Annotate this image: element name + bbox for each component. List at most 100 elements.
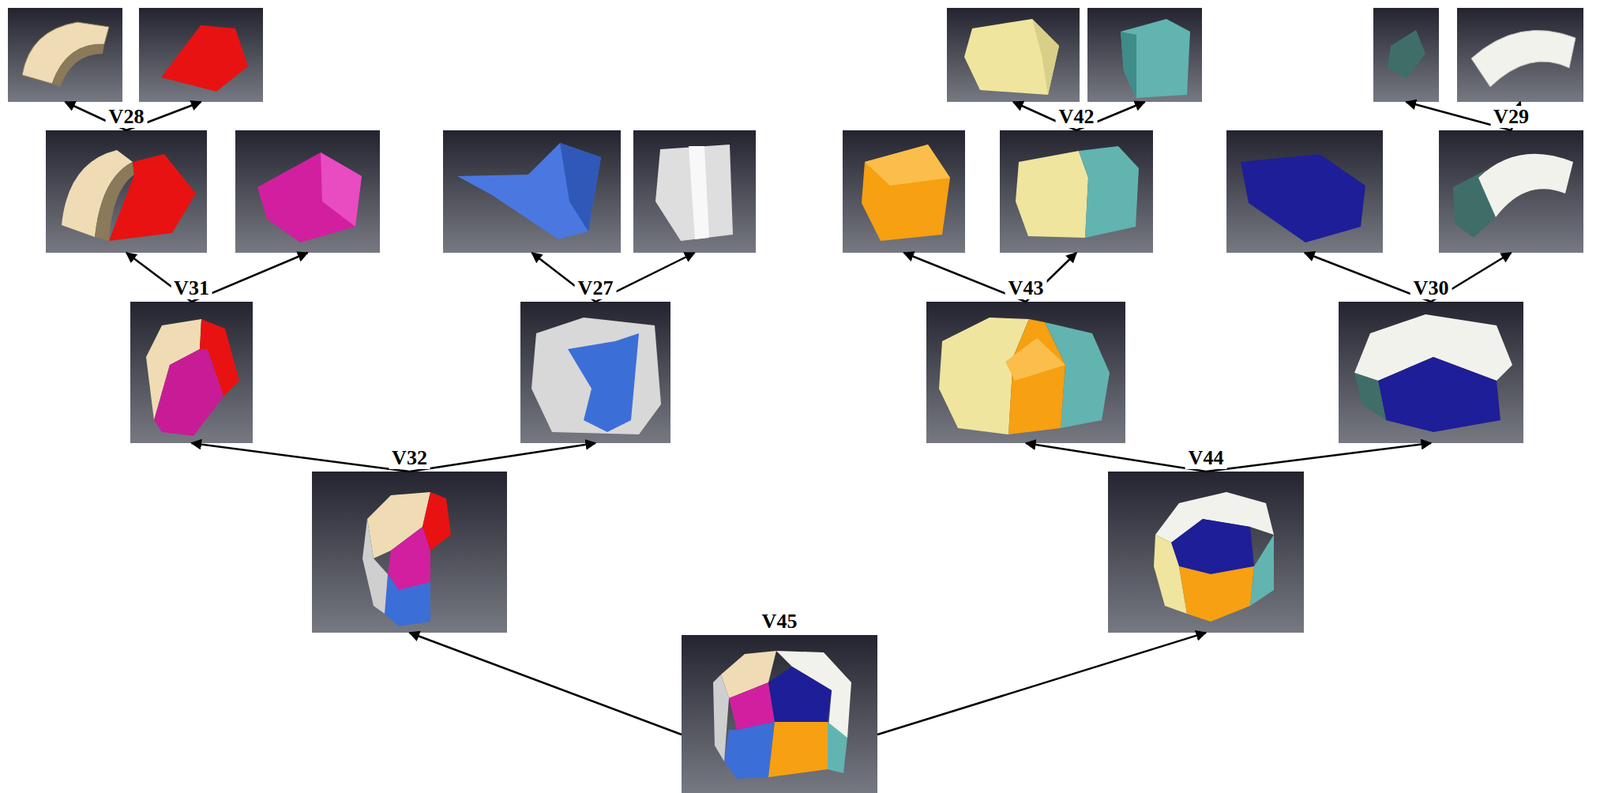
mesh-node [1087, 7, 1202, 102]
mesh-part [387, 526, 431, 590]
mesh-panel [7, 7, 123, 102]
mesh-node [633, 130, 756, 253]
mesh-node: V45 [681, 634, 878, 793]
mesh-node [946, 7, 1080, 102]
panel-ground [1438, 130, 1584, 253]
panel-ground [7, 7, 123, 102]
tree-arrow [1205, 443, 1431, 472]
mesh-node: V43 [926, 301, 1126, 444]
panel-ground [681, 634, 878, 793]
mesh-part [108, 153, 196, 241]
node-label: V45 [758, 610, 801, 633]
node-label: V27 [574, 277, 617, 300]
mesh-panel [946, 7, 1080, 102]
mesh-panel [1107, 471, 1304, 633]
mesh-node: V30 [1338, 301, 1524, 444]
tree-arrow [191, 443, 410, 472]
tree-arrow [409, 443, 597, 472]
mesh-node: V29 [1438, 130, 1584, 253]
mesh-part [1078, 146, 1139, 238]
node-label: V29 [1490, 105, 1533, 128]
panel-ground [138, 7, 263, 102]
mesh-part [257, 152, 362, 243]
node-label: V30 [1410, 277, 1453, 300]
panel-ground [443, 130, 621, 253]
panel-ground [45, 130, 207, 253]
mesh-panel [633, 130, 756, 253]
mesh-part [457, 142, 601, 240]
mesh-node: V32 [311, 471, 508, 633]
tree-arrow [877, 632, 1206, 735]
mesh-part [827, 721, 848, 774]
mesh-part [384, 574, 431, 627]
mesh-part [1250, 534, 1274, 606]
tree-arrow [1025, 443, 1206, 472]
mesh-part [567, 333, 639, 432]
mesh-panel [235, 130, 380, 253]
mesh-panel [681, 634, 878, 793]
node-label: V28 [105, 105, 148, 128]
mesh-part [1120, 31, 1137, 98]
mesh-part [1005, 338, 1066, 381]
panel-ground [311, 471, 508, 633]
mesh-panel [1438, 130, 1584, 253]
panel-ground [1338, 301, 1524, 444]
panel-ground [520, 301, 671, 444]
mesh-node [842, 130, 966, 253]
node-label: V42 [1055, 105, 1098, 128]
mesh-part [1471, 30, 1576, 87]
mesh-part [724, 721, 775, 779]
panel-ground [1087, 7, 1202, 102]
mesh-panel [926, 301, 1126, 444]
mesh-panel [999, 130, 1154, 253]
mesh-part [864, 144, 951, 186]
mesh-part [559, 142, 601, 232]
mesh-part [153, 349, 224, 436]
mesh-part [161, 25, 248, 92]
mesh-part [1179, 566, 1255, 622]
panel-ground [1457, 7, 1584, 102]
mesh-node: V42 [999, 130, 1154, 253]
panel-ground [1107, 471, 1304, 633]
mesh-node: V31 [130, 301, 253, 444]
mesh-part [1387, 30, 1426, 79]
mesh-part [1171, 518, 1255, 575]
mesh-panel [842, 130, 966, 253]
node-label: V44 [1185, 446, 1228, 470]
mesh-part [52, 44, 105, 87]
mesh-part [728, 682, 775, 730]
panel-ground [1226, 130, 1383, 253]
mesh-node [138, 7, 263, 102]
mesh-node [443, 130, 621, 253]
node-label: V32 [388, 446, 431, 470]
node-label: V43 [1005, 277, 1048, 300]
mesh-panel [138, 7, 263, 102]
panel-ground [946, 7, 1080, 102]
mesh-part [768, 666, 832, 722]
mesh-part [1120, 18, 1191, 98]
mesh-node [1457, 7, 1584, 102]
mesh-panel [311, 471, 508, 633]
mesh-part [768, 721, 828, 778]
mesh-panel [1087, 7, 1202, 102]
mesh-node [7, 7, 123, 102]
mesh-panel [520, 301, 671, 444]
mesh-part [362, 518, 388, 614]
mesh-panel [1457, 7, 1584, 102]
mesh-node: V27 [520, 301, 671, 444]
mesh-node [1373, 7, 1439, 102]
node-label: V31 [170, 277, 213, 300]
mesh-part [1032, 18, 1060, 95]
mesh-panel [45, 130, 207, 253]
panel-ground [842, 130, 966, 253]
mesh-node [235, 130, 380, 253]
mesh-part [1015, 150, 1089, 238]
mesh-part [1478, 153, 1574, 218]
mesh-panel [130, 301, 253, 444]
mesh-node: V28 [45, 130, 207, 253]
mesh-part [655, 144, 733, 241]
mesh-panel [1338, 301, 1524, 444]
